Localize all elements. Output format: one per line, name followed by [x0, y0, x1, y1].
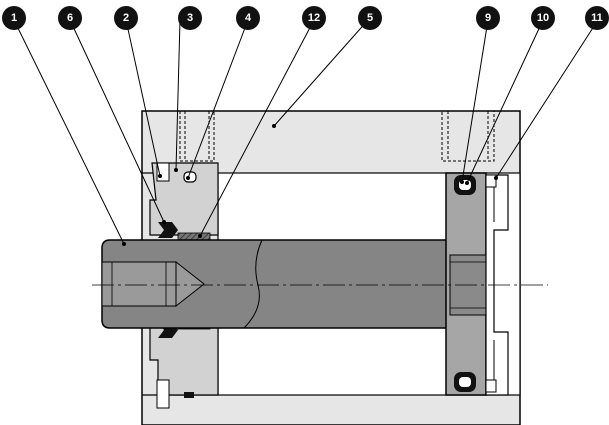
- port-left: [179, 110, 215, 162]
- callout-1: 1: [2, 6, 26, 30]
- callout-2-label: 2: [123, 12, 129, 24]
- callout-9-label: 9: [485, 12, 491, 24]
- callout-5-label: 5: [367, 12, 373, 24]
- callout-4: 4: [236, 6, 260, 30]
- callout-4-label: 4: [245, 12, 252, 24]
- port-right: [441, 110, 495, 162]
- callout-11: 11: [585, 6, 609, 30]
- callout-10: 10: [531, 6, 555, 30]
- end-cap: [485, 174, 509, 396]
- callout-3-label: 3: [187, 12, 193, 24]
- leader-dots: [122, 124, 498, 246]
- callout-11-label: 11: [591, 12, 603, 24]
- leader-lines: [13, 19, 599, 245]
- rod-gland: [149, 162, 219, 409]
- callout-1-label: 1: [11, 12, 17, 24]
- callout-6-label: 6: [67, 12, 73, 24]
- piston: [445, 172, 487, 396]
- callout-12-label: 12: [308, 12, 320, 24]
- callout-3: 3: [178, 6, 202, 30]
- callout-5: 5: [358, 6, 382, 30]
- piston-rod: [101, 239, 451, 329]
- callout-6: 6: [58, 6, 82, 30]
- callout-2: 2: [114, 6, 138, 30]
- callout-12: 12: [302, 6, 326, 30]
- callout-10-label: 10: [537, 12, 549, 24]
- callout-9: 9: [476, 6, 500, 30]
